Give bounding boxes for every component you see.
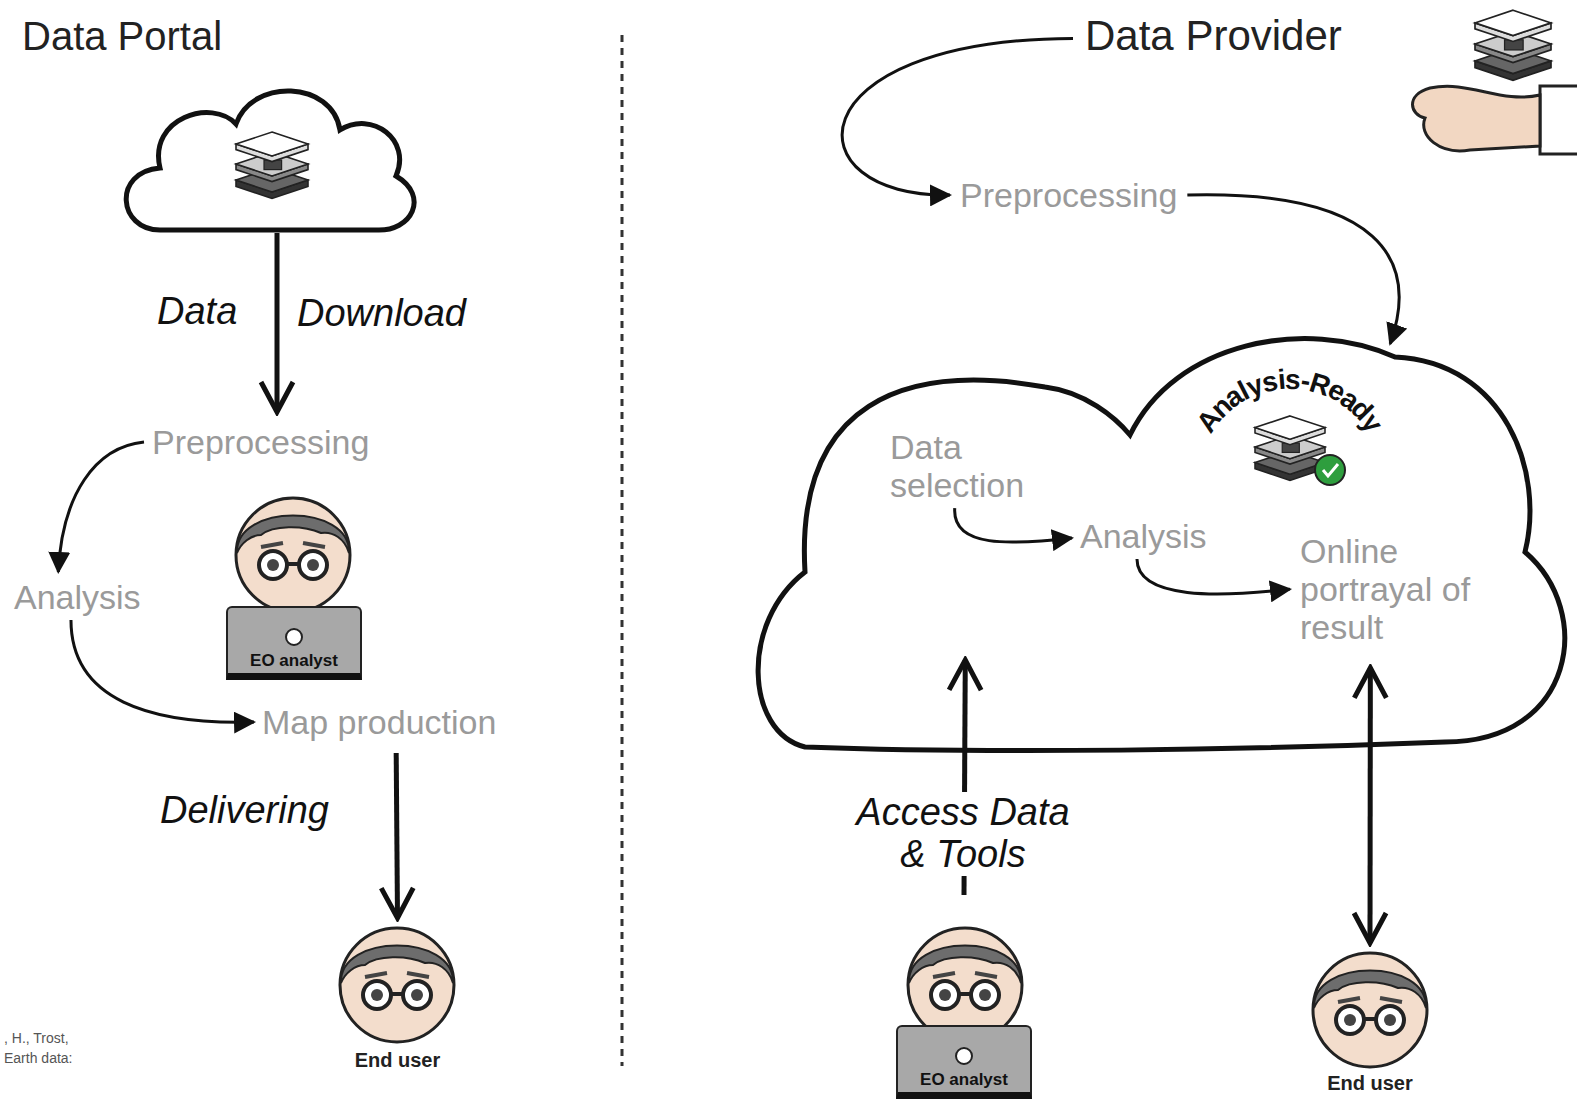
free-label: Data Portal: [22, 14, 222, 59]
node-text: End user: [335, 1049, 460, 1072]
node-text: Analysis: [14, 578, 141, 616]
sleeve-cuff: [1540, 86, 1577, 154]
free-label: Download: [297, 292, 466, 335]
provider-heading: Data Provider: [1085, 12, 1342, 60]
process-step: Analysis: [14, 578, 141, 616]
data-cube-icon: [236, 132, 308, 198]
end-user: End user: [335, 922, 460, 1072]
process-step: Preprocessing: [960, 176, 1177, 214]
check-mark: [1323, 464, 1338, 476]
cloud-outline: [758, 339, 1565, 751]
edge-label: Access Data & Tools: [848, 792, 1078, 876]
node-text: EO analyst: [228, 651, 360, 671]
user-face: [1313, 953, 1427, 1067]
node-text: Analysis: [1080, 517, 1207, 555]
flow-arrow: [1187, 195, 1399, 344]
flow-arrow: [955, 508, 1072, 542]
process-step: Map production: [262, 703, 496, 741]
analyst-face: [236, 498, 350, 612]
node-text: Data selection: [890, 428, 1075, 504]
flow-arrow: [1137, 559, 1290, 594]
node-text: Preprocessing: [152, 423, 369, 461]
node-text: EO analyst: [898, 1070, 1030, 1090]
analyst-laptop: EO analyst: [226, 606, 362, 680]
flow-arrow: [1368, 668, 1373, 943]
user-face: [340, 928, 454, 1042]
analyst-laptop: EO analyst: [896, 1025, 1032, 1099]
download-arrow: [275, 233, 280, 412]
node-text: Data Provider: [1085, 12, 1342, 60]
free-label: Data: [157, 290, 237, 333]
process-step: Analysis: [1080, 517, 1207, 555]
node-text: End user: [1305, 1072, 1435, 1095]
end-user: End user: [1305, 945, 1435, 1095]
free-label: Earth data:: [4, 1050, 73, 1066]
node-text: Map production: [262, 703, 496, 741]
hand: [1413, 86, 1541, 150]
node-text: Online portrayal of result: [1300, 532, 1475, 646]
data-cube-icon: [1475, 10, 1551, 80]
process-step: Preprocessing: [152, 423, 369, 461]
free-label: , H., Trost,: [4, 1030, 69, 1046]
process-step: Data selection: [890, 428, 1075, 504]
process-step: Online portrayal of result: [1300, 532, 1475, 646]
cloud-outline: [126, 91, 414, 230]
flow-arrow: [842, 38, 1073, 195]
node-text: Preprocessing: [960, 176, 1177, 214]
flow-arrow: [396, 753, 397, 918]
divider-line: [621, 35, 624, 1066]
edge-label: Delivering: [160, 790, 329, 832]
flow-arrow: [58, 442, 144, 572]
cloud-platform: Analysis-ReadyData selectionAnalysisOnli…: [745, 322, 1570, 757]
check-badge: [1315, 455, 1345, 485]
